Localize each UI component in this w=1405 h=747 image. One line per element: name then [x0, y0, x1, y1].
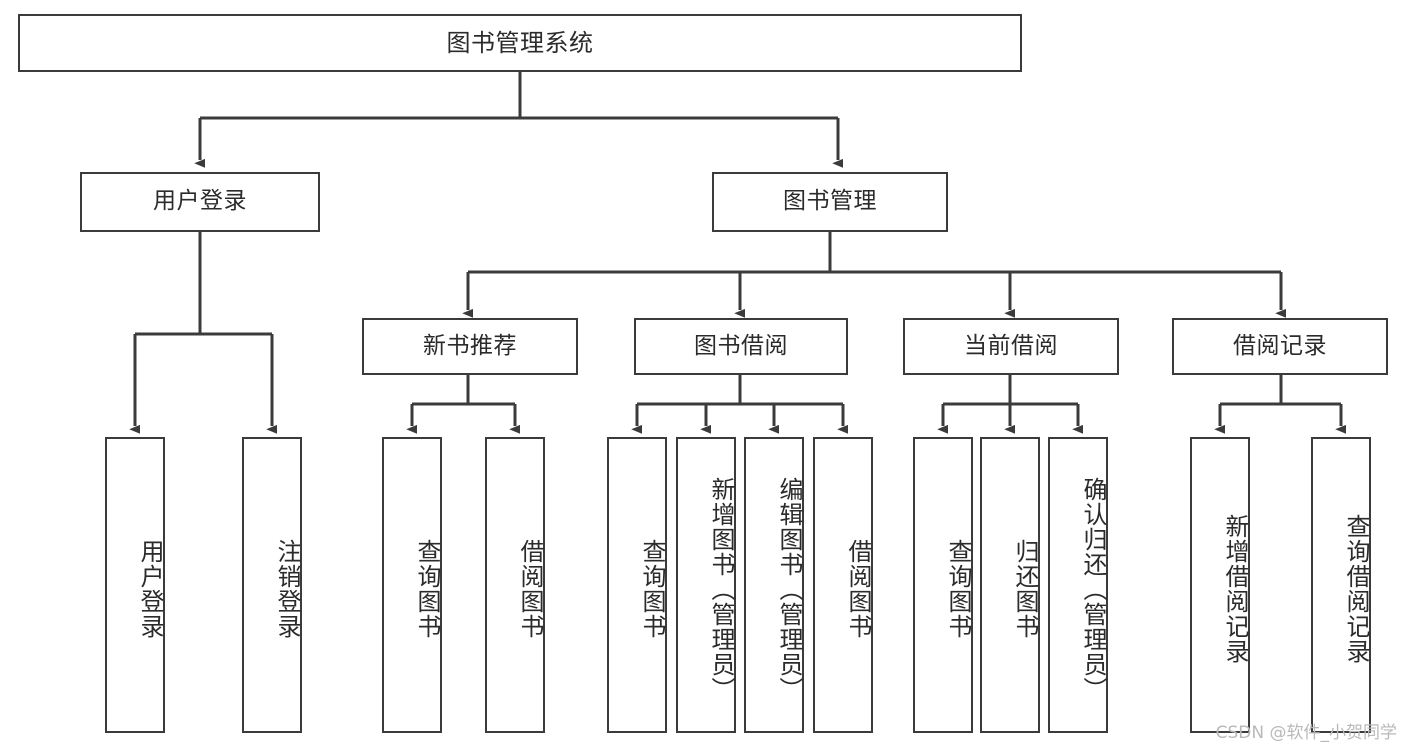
node-leaf-borrow-book-rec[interactable]: 借阅图书 [485, 437, 545, 733]
node-borrow-record[interactable]: 借阅记录 [1172, 318, 1388, 375]
node-label: 借阅记录 [1233, 332, 1327, 359]
node-label: 图书管理 [783, 188, 877, 215]
node-label: 归还图书 [1011, 539, 1039, 639]
node-label: 查询借阅记录 [1342, 514, 1370, 664]
node-current-borrow[interactable]: 当前借阅 [903, 318, 1119, 375]
node-leaf-user-login[interactable]: 用户登录 [105, 437, 165, 733]
node-book-management[interactable]: 图书管理 [712, 172, 948, 232]
node-label: 新增图书（管理员） [707, 476, 735, 702]
node-leaf-query-book-borrow[interactable]: 查询图书 [607, 437, 667, 733]
node-root-book-management-system[interactable]: 图书管理系统 [18, 14, 1022, 72]
node-user-login[interactable]: 用户登录 [80, 172, 320, 232]
node-leaf-query-book-current[interactable]: 查询图书 [913, 437, 973, 733]
node-label: 编辑图书（管理员） [775, 476, 803, 702]
node-label: 用户登录 [136, 539, 164, 639]
node-label: 新增借阅记录 [1221, 514, 1249, 664]
csdn-watermark: CSDN @软件_小贺同学 [1215, 723, 1397, 743]
node-new-book-recommendation[interactable]: 新书推荐 [362, 318, 578, 375]
node-leaf-add-book-admin[interactable]: 新增图书（管理员） [676, 437, 736, 733]
node-label: 查询图书 [944, 539, 972, 639]
node-leaf-edit-book-admin[interactable]: 编辑图书（管理员） [744, 437, 804, 733]
node-label: 注销登录 [273, 539, 301, 639]
node-label: 查询图书 [413, 539, 441, 639]
node-label: 新书推荐 [423, 332, 517, 359]
node-label: 图书借阅 [694, 332, 788, 359]
node-leaf-borrow-book[interactable]: 借阅图书 [813, 437, 873, 733]
node-leaf-logout[interactable]: 注销登录 [242, 437, 302, 733]
node-leaf-return-book[interactable]: 归还图书 [980, 437, 1040, 733]
node-label: 用户登录 [153, 188, 247, 215]
node-label: 借阅图书 [516, 539, 544, 639]
node-label: 当前借阅 [964, 332, 1058, 359]
node-label: 确认归还（管理员） [1079, 476, 1107, 702]
node-leaf-add-borrow-record[interactable]: 新增借阅记录 [1190, 437, 1250, 733]
node-label: 借阅图书 [844, 539, 872, 639]
node-book-borrow[interactable]: 图书借阅 [634, 318, 848, 375]
node-leaf-query-book-rec[interactable]: 查询图书 [382, 437, 442, 733]
node-leaf-query-borrow-record[interactable]: 查询借阅记录 [1311, 437, 1371, 733]
node-leaf-confirm-return-admin[interactable]: 确认归还（管理员） [1048, 437, 1108, 733]
node-label: 查询图书 [638, 539, 666, 639]
node-label: 图书管理系统 [446, 28, 594, 57]
